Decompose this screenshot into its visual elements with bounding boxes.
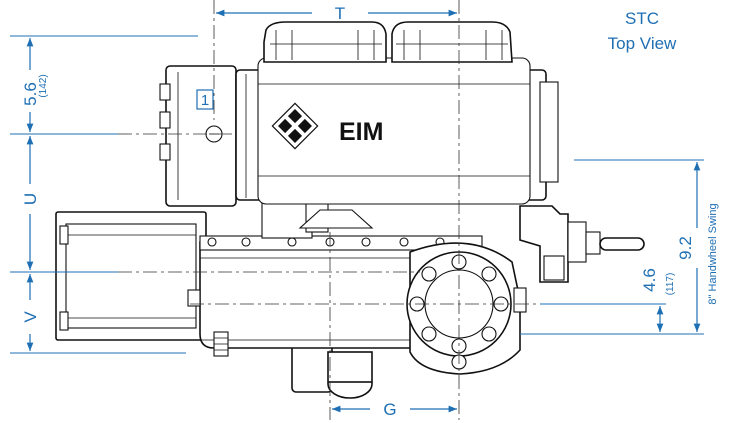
center-lines xyxy=(118,0,540,420)
eim-logo-icon xyxy=(271,102,319,150)
actuator-outline xyxy=(55,21,645,399)
callout-box xyxy=(196,89,214,110)
dim-t-label: T xyxy=(335,4,345,23)
dim-5-6-mm-label: (142) xyxy=(38,74,49,97)
dim-9-2-label: 9.2 xyxy=(676,236,695,260)
dim-v-label: V xyxy=(21,311,40,323)
dim-u-label: U xyxy=(21,193,40,205)
brand-label: EIM xyxy=(339,118,383,146)
dim-5-6-label: 5.6 xyxy=(21,82,40,106)
handwheel-swing-note: 8" Handwheel Swing xyxy=(707,203,719,304)
view-title-line-1: STC xyxy=(625,9,659,28)
dim-4-6-mm-label: (117) xyxy=(665,273,676,296)
dimension-lines xyxy=(10,9,704,413)
dim-g-label: G xyxy=(383,400,396,419)
view-title-line-2: Top View xyxy=(608,34,677,53)
dim-4-6-label: 4.6 xyxy=(640,268,659,292)
callout-number: 1 xyxy=(201,92,209,109)
